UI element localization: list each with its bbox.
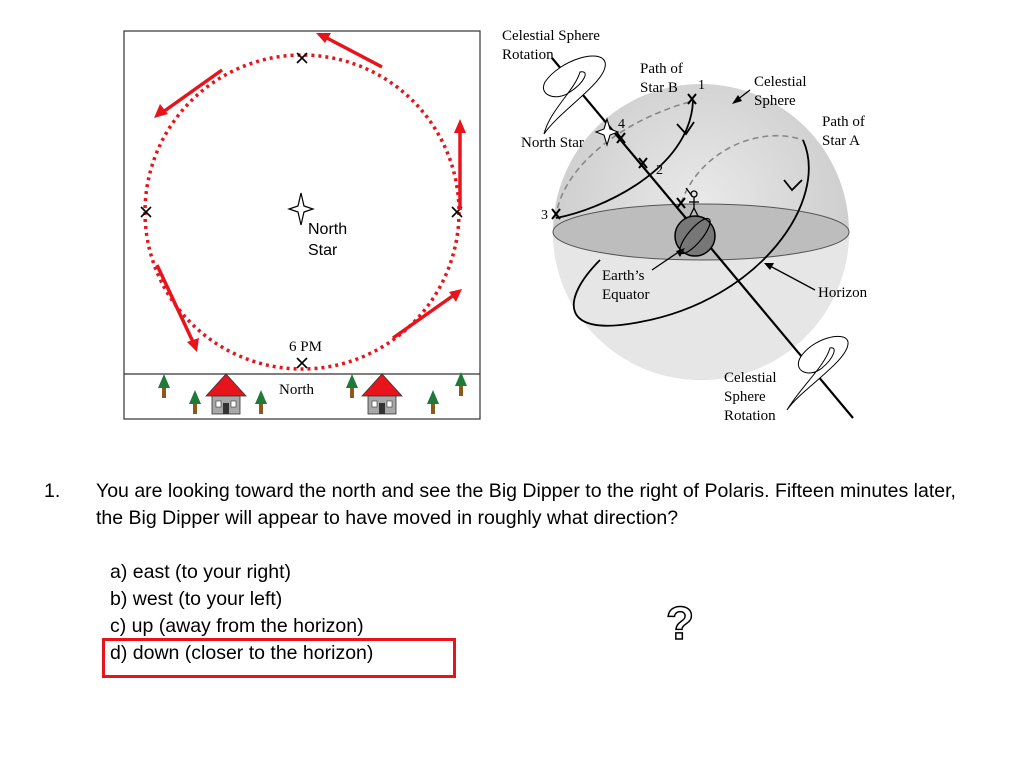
- question-number: 1.: [44, 480, 61, 502]
- question-mark-icon: ?: [665, 596, 695, 650]
- ground-north-label: North: [279, 382, 314, 398]
- path-star-b-label: Path of Star B: [640, 61, 683, 96]
- earth-icon: [674, 215, 716, 257]
- star-a-path-back: [680, 135, 804, 204]
- option-c[interactable]: c) up (away from the horizon): [110, 615, 364, 637]
- path-direction-arrows: [676, 121, 803, 192]
- question-text: You are looking toward the north and see…: [96, 480, 956, 529]
- house-icon: [361, 373, 403, 415]
- option-b[interactable]: b) west (to your left): [110, 588, 283, 610]
- tree-icon: [346, 374, 358, 398]
- north-star-icon: [287, 192, 315, 226]
- celestial-rotation-top-label: Celestial Sphere Rotation: [502, 28, 600, 63]
- marker-label-2: 2: [656, 163, 663, 178]
- star-path-circle: [143, 53, 461, 371]
- north-star-label: North Star: [308, 221, 348, 259]
- north-star-label-right: North Star: [521, 135, 584, 151]
- selected-answer-highlight: [102, 638, 456, 678]
- celestial-sphere-label: Celestial Sphere: [754, 74, 807, 109]
- tree-icon: [189, 390, 201, 414]
- option-d[interactable]: d) down (closer to the horizon): [110, 642, 374, 664]
- star-a-path-front: [572, 139, 810, 327]
- path-star-a-label: Path of Star A: [822, 114, 865, 149]
- celestial-rotation-bottom-label: Celestial Sphere Rotation: [724, 370, 777, 424]
- rotation-swirl-top-icon: [542, 55, 606, 135]
- marker-label-3: 3: [541, 208, 548, 223]
- star-markers: [551, 93, 697, 220]
- tree-icon: [158, 374, 170, 398]
- north-star-icon: [594, 117, 620, 147]
- star-b-path-back: [555, 100, 694, 219]
- tree-icon: [255, 390, 267, 414]
- tree-icon: [455, 372, 467, 396]
- tree-icon: [427, 390, 439, 414]
- observer-icon: [685, 187, 699, 217]
- earth-equator-label: Earth’s Equator: [602, 268, 650, 303]
- rotation-arrows: [154, 33, 466, 352]
- star-b-path-front: [555, 100, 694, 219]
- marker-label-4: 4: [618, 117, 625, 132]
- option-a[interactable]: a) east (to your right): [110, 561, 291, 583]
- horizon-label: Horizon: [818, 285, 868, 301]
- time-label: 6 PM: [289, 339, 322, 355]
- marker-label-1: 1: [698, 78, 705, 93]
- rotation-swirl-bottom-icon: [786, 335, 849, 411]
- house-icon: [205, 373, 247, 415]
- label-pointer-arrows: [651, 89, 816, 291]
